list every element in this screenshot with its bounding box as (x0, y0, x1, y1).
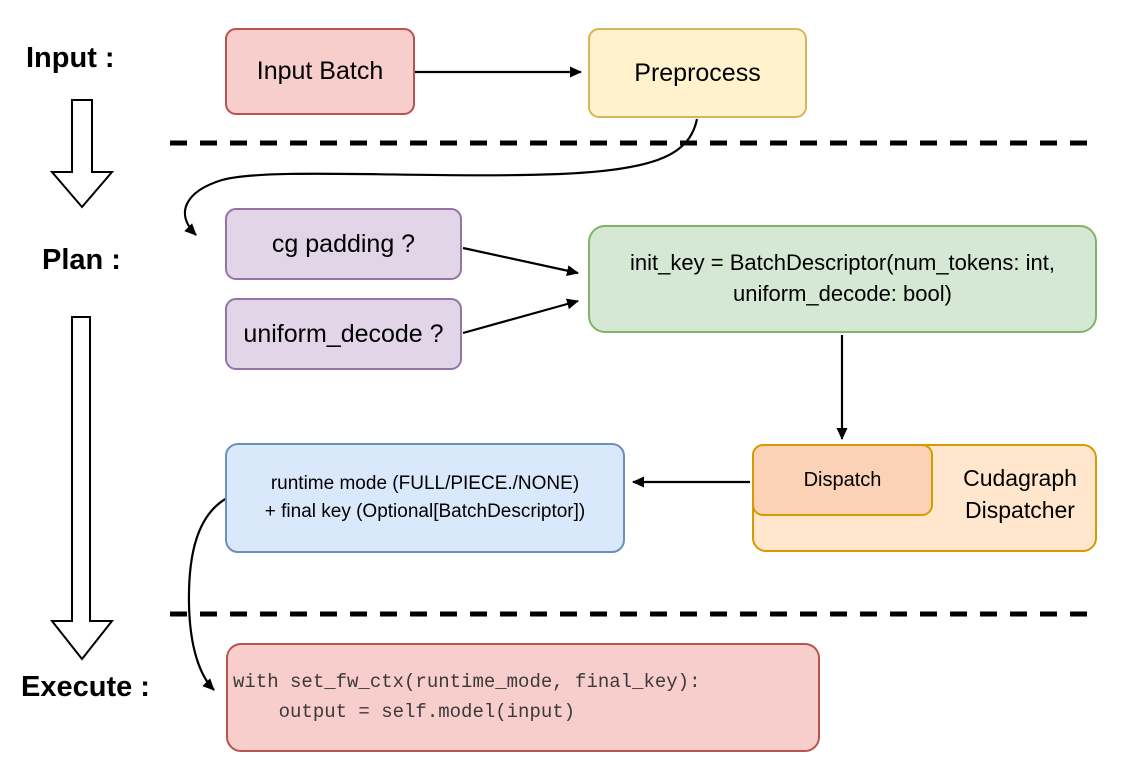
node-runtime-key: runtime mode (FULL/PIECE./NONE) + final … (225, 443, 625, 553)
node-input-batch-label: Input Batch (256, 57, 384, 86)
node-init-key: init_key = BatchDescriptor(num_tokens: i… (588, 225, 1097, 333)
node-init-key-line2: uniform_decode: bool) (733, 281, 952, 306)
stage-arrow-input-to-plan (49, 99, 115, 209)
edge-cgpadding-initkey (462, 246, 579, 277)
node-preprocess: Preprocess (588, 28, 807, 118)
node-dispatch-label: Dispatch (803, 469, 882, 491)
node-dispatch: Dispatch (752, 444, 933, 516)
node-input-batch: Input Batch (225, 28, 415, 115)
edge-uniformdecode-initkey (462, 298, 579, 335)
stage-arrow-plan-to-execute (49, 316, 115, 661)
node-init-key-line1: init_key = BatchDescriptor(num_tokens: i… (630, 250, 1055, 276)
stage-label-plan: Plan : (42, 244, 121, 276)
edge-runtimekey-executecode (187, 497, 228, 691)
node-uniform-decode: uniform_decode ? (225, 298, 462, 370)
node-execute-code-line2: output = self.model(input) (233, 700, 576, 723)
node-runtime-key-line2: + final key (Optional[BatchDescriptor]) (264, 501, 586, 522)
stage-label-execute: Execute : (21, 671, 150, 703)
node-cudagraph-dispatcher-label: Cudagraph Dispatcher (963, 465, 1077, 524)
node-uniform-decode-label: uniform_decode ? (243, 319, 444, 348)
node-runtime-key-line1: runtime mode (FULL/PIECE./NONE) (270, 473, 580, 495)
node-execute-code-line1: with set_fw_ctx(runtime_mode, final_key)… (233, 671, 701, 694)
node-cg-padding-label: cg padding ? (271, 229, 416, 258)
stage-label-input: Input : (26, 42, 115, 74)
node-cg-padding: cg padding ? (225, 208, 462, 280)
node-preprocess-label: Preprocess (634, 58, 761, 87)
node-execute-code: with set_fw_ctx(runtime_mode, final_key)… (226, 643, 820, 752)
